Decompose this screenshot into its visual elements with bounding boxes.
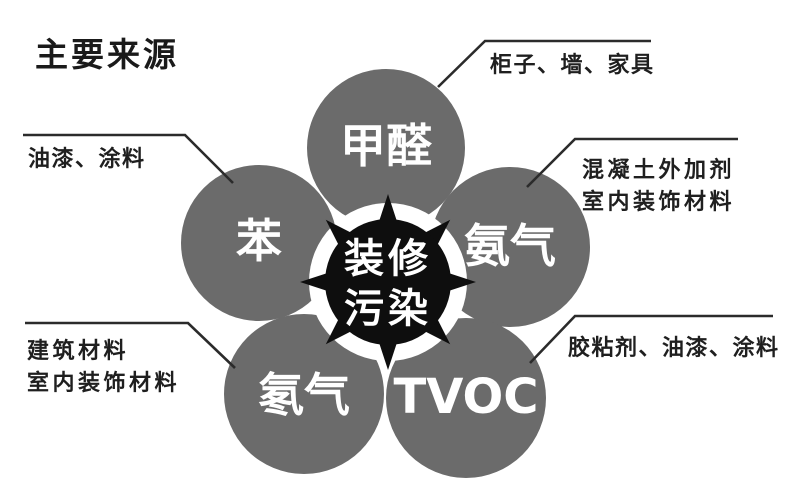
circle-tvoc xyxy=(386,318,546,478)
label-formaldehyde: 甲醛 xyxy=(340,119,432,173)
label-tvoc: TVOC xyxy=(393,369,538,425)
circle-formaldehyde xyxy=(307,69,465,227)
annotation-radon-sources-line1: 建筑材料 xyxy=(27,338,129,364)
page-title: 主要来源 xyxy=(35,35,179,74)
circle-radon xyxy=(224,314,384,474)
center-label-line1: 装修 xyxy=(344,236,432,282)
connector-formaldehyde xyxy=(437,39,651,88)
annotation-ammonia-sources-line1: 混凝土外加剂 xyxy=(582,157,735,183)
circle-ammonia xyxy=(430,167,590,327)
center-burst-core xyxy=(325,219,451,345)
annotation-ammonia-sources-line2: 室内装饰材料 xyxy=(582,189,735,215)
annotation-tvoc-sources: 胶粘剂、油漆、涂料 xyxy=(568,335,780,361)
label-benzene: 苯 xyxy=(236,214,282,268)
circle-benzene xyxy=(181,165,337,321)
connector-tvoc xyxy=(529,314,773,364)
label-ammonia: 氨气 xyxy=(464,219,556,273)
annotation-radon-sources-line2: 室内装饰材料 xyxy=(27,370,180,396)
center-label-line2: 污染 xyxy=(344,286,432,332)
label-radon: 氡气 xyxy=(258,368,350,422)
connector-radon xyxy=(25,321,236,369)
connector-ammonia xyxy=(526,137,738,188)
annotation-formaldehyde-sources: 柜子、墙、家具 xyxy=(490,52,655,78)
connector-benzene xyxy=(23,133,234,184)
annotation-benzene-sources: 油漆、涂料 xyxy=(28,146,146,172)
